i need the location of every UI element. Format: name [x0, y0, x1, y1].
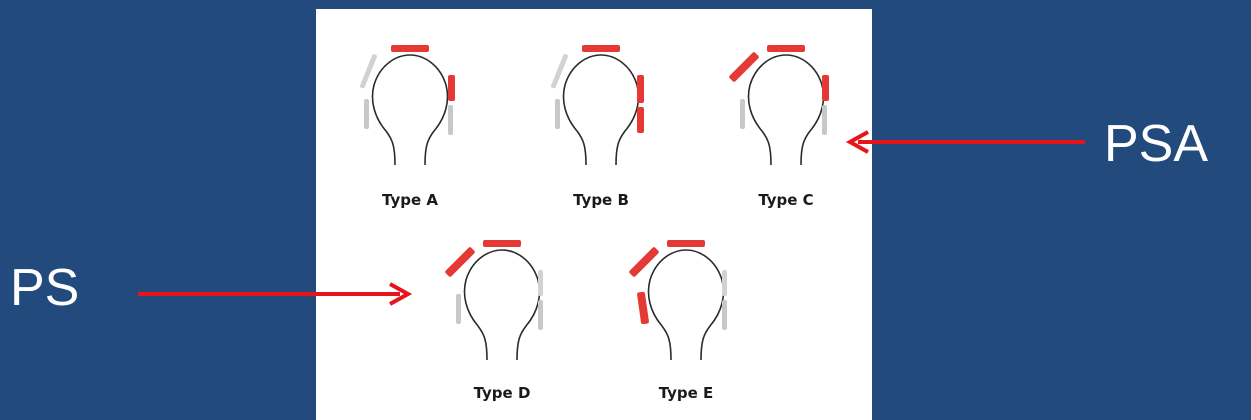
- type-c-anterior-lesion: [729, 52, 759, 82]
- type-a-posterior-lesion: [448, 75, 455, 101]
- type-e-posterior-normal-upper: [722, 270, 727, 296]
- type-a-label: Type A: [382, 191, 438, 209]
- type-e-anterior-lesion: [629, 247, 659, 277]
- type-c-figure: [729, 45, 829, 166]
- type-c-anterior-inferior-normal: [740, 99, 745, 129]
- type-a-figure: [360, 45, 455, 166]
- type-b-figure: [551, 45, 644, 166]
- type-e-anterior-inferior-lesion: [637, 291, 649, 325]
- type-c-superior-lesion: [767, 45, 805, 52]
- type-a-posterior-normal: [448, 105, 453, 135]
- type-b-label: Type B: [573, 191, 629, 209]
- type-e-label: Type E: [659, 384, 714, 402]
- type-c-posterior-normal: [822, 105, 827, 135]
- type-b-superior-lesion: [582, 45, 620, 52]
- type-d-superior-lesion: [483, 240, 521, 247]
- psa-callout-label: PSA: [1104, 115, 1209, 173]
- classification-panel: Type A Type B Type C: [316, 9, 872, 420]
- psa-arrow: [845, 130, 1085, 154]
- type-c-posterior-lesion: [822, 75, 829, 101]
- type-b-posterior-lesion-lower: [637, 107, 644, 133]
- type-c-label: Type C: [758, 191, 813, 209]
- type-d-anterior-inferior-normal: [456, 294, 461, 324]
- type-b-anterior-normal: [551, 54, 568, 89]
- type-d-anterior-lesion: [445, 247, 475, 277]
- type-e-superior-lesion: [667, 240, 705, 247]
- type-d-label: Type D: [474, 384, 531, 402]
- type-b-posterior-lesion-upper: [637, 75, 644, 103]
- classification-diagram: Type A Type B Type C: [360, 45, 829, 402]
- type-d-posterior-normal-upper: [538, 270, 543, 296]
- ps-arrow: [138, 282, 413, 306]
- type-e-figure: [629, 240, 727, 361]
- type-b-anterior-inferior-normal: [555, 99, 560, 129]
- type-a-anterior-inferior-normal: [364, 99, 369, 129]
- type-e-posterior-normal-lower: [722, 300, 727, 330]
- type-d-posterior-normal-lower: [538, 300, 543, 330]
- type-d-figure: [445, 240, 543, 361]
- type-a-anterior-normal: [360, 54, 377, 89]
- type-a-superior-lesion: [391, 45, 429, 52]
- ps-callout-label: PS: [10, 259, 80, 317]
